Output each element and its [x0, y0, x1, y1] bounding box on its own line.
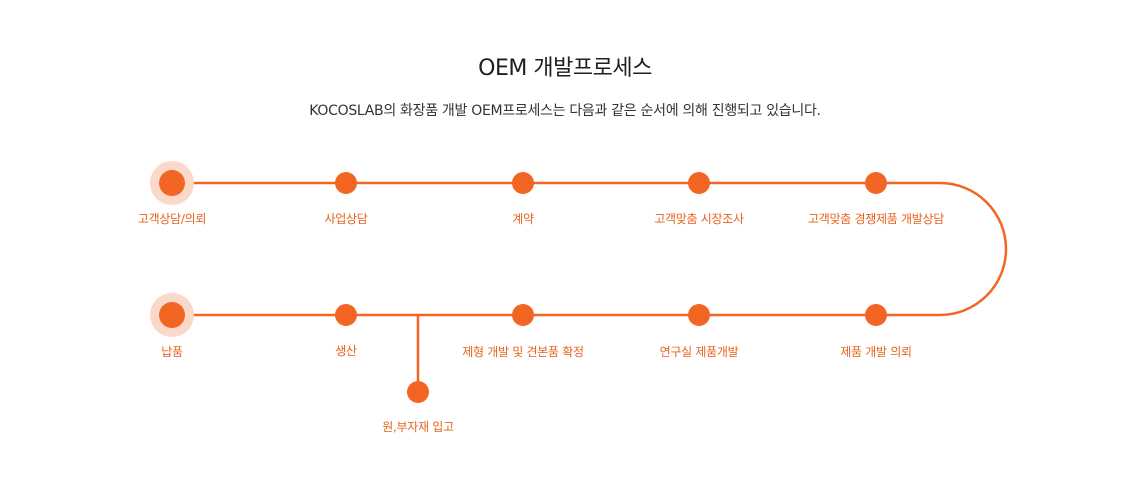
node-row1-3	[512, 172, 534, 194]
step-label-contract: 계약	[512, 212, 534, 226]
step-label-materials-receipt: 원,부자재 입고	[382, 420, 454, 434]
node-row1-4	[688, 172, 710, 194]
step-label-development-request: 제품 개발 의뢰	[840, 345, 912, 359]
node-row2-3	[512, 304, 534, 326]
turn-curve	[939, 181, 1008, 317]
node-row1-5	[865, 172, 887, 194]
step-label-lab-development: 연구실 제품개발	[659, 345, 739, 359]
step-label-formula-sample: 제형 개발 및 견본품 확정	[462, 345, 584, 359]
node-branch	[407, 381, 429, 403]
step-label-delivery: 납품	[161, 345, 183, 359]
node-row1-2	[335, 172, 357, 194]
node-row2-4	[688, 304, 710, 326]
node-row2-5	[865, 304, 887, 326]
node-row1-1	[159, 170, 185, 196]
node-row2-1	[159, 302, 185, 328]
process-lines	[172, 181, 1008, 392]
step-label-consult-request: 고객상담/의뢰	[137, 212, 207, 226]
step-label-market-research: 고객맞춤 시장조사	[654, 212, 744, 226]
step-label-competitor-consult: 고객맞춤 경쟁제품 개발상담	[808, 212, 944, 226]
page-title: OEM 개발프로세스	[478, 56, 652, 81]
step-label-business-consult: 사업상담	[324, 212, 368, 226]
page-subtitle: KOCOSLAB의 화장품 개발 OEM프로세스는 다음과 같은 순서에 의해 …	[309, 103, 821, 119]
node-row2-2	[335, 304, 357, 326]
step-label-production: 생산	[335, 344, 357, 358]
process-nodes	[150, 161, 887, 403]
